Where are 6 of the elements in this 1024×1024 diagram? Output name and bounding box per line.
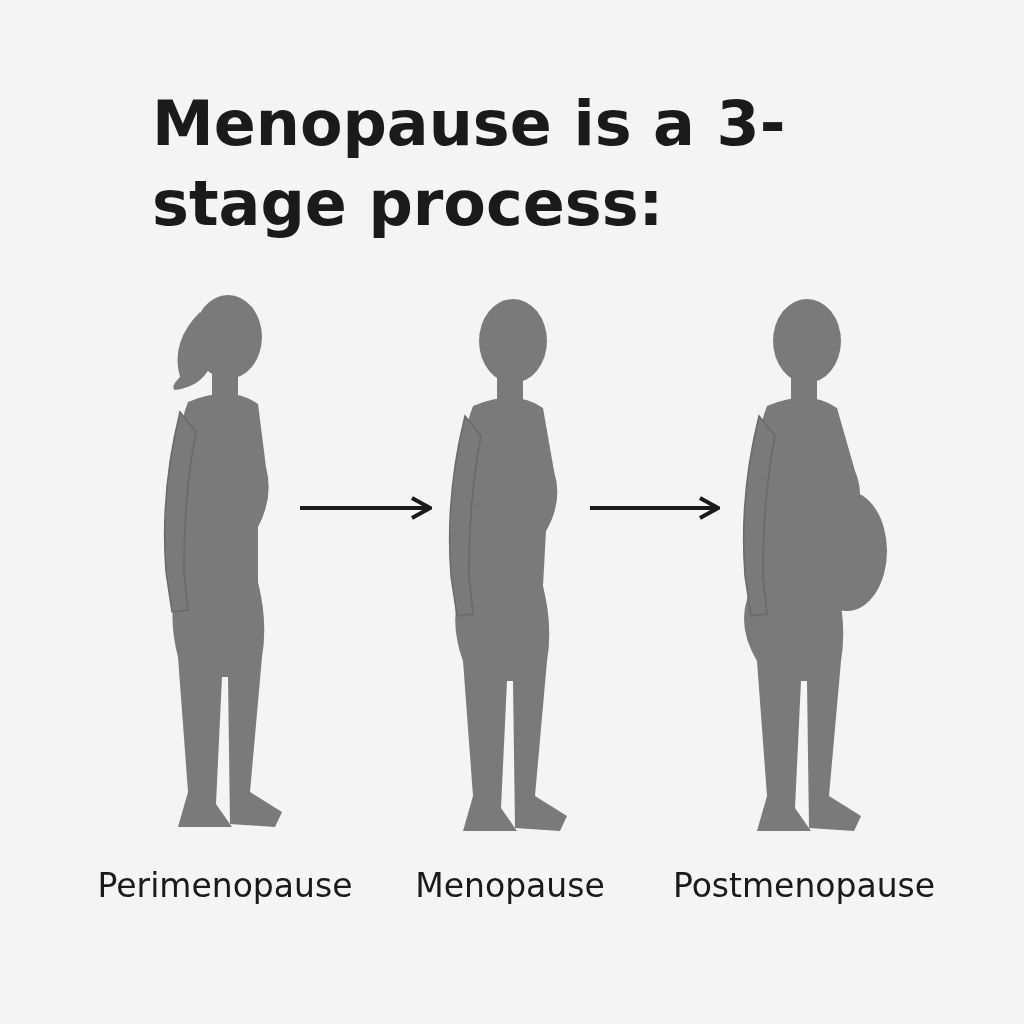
stage-label: Perimenopause (96, 866, 354, 905)
title: Menopause is a 3-stage process: (151, 86, 787, 242)
arrow (590, 496, 720, 520)
stage-label: Menopause (414, 866, 606, 905)
stage-label: Postmenopause (671, 866, 937, 905)
arrow (300, 496, 432, 520)
